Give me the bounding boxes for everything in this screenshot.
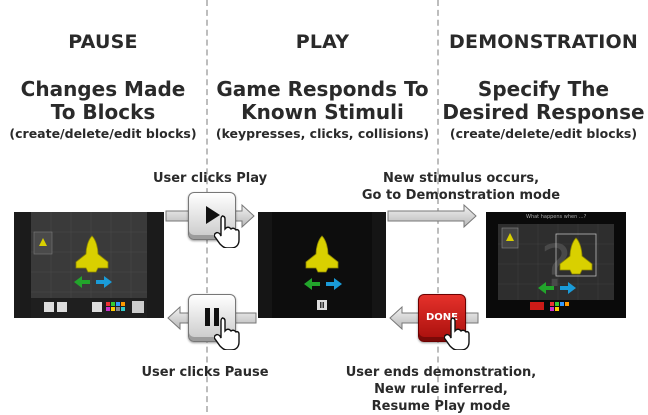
play-title-line2: Known Stimuli xyxy=(241,100,404,124)
caption-user-clicks-pause: User clicks Pause xyxy=(141,365,269,380)
play-subtitle: (keypresses, clicks, collisions) xyxy=(215,126,430,141)
demonstration-subtitle: (create/delete/edit blocks) xyxy=(449,126,638,141)
cursor-hand-icon xyxy=(214,215,240,248)
caption-user-ends-demo: User ends demonstration, New rule inferr… xyxy=(336,364,546,415)
play-mode-screenshot xyxy=(258,212,386,318)
caption-user-ends-demo-line1: User ends demonstration, xyxy=(345,365,537,380)
caption-new-stimulus-line1: New stimulus occurs, xyxy=(382,171,540,186)
cursor-hand-icon xyxy=(214,317,240,350)
caption-user-clicks-play: User clicks Play xyxy=(152,171,268,186)
demonstration-screen-graphic: ? xyxy=(498,224,614,311)
pause-mode-screenshot xyxy=(14,212,164,318)
caption-new-stimulus: New stimulus occurs, Go to Demonstration… xyxy=(356,170,566,204)
pause-title-line1: Changes Made xyxy=(20,77,186,101)
play-title-line1: Game Responds To xyxy=(216,77,429,101)
demonstration-title-line2: Desired Response xyxy=(442,100,645,124)
pause-screen-graphic xyxy=(14,212,164,318)
caption-user-ends-demo-line2: New rule inferred, xyxy=(374,382,508,397)
play-heading: PLAY xyxy=(295,31,350,53)
pause-title: Changes Made To Blocks xyxy=(0,78,206,124)
pause-title-line2: To Blocks xyxy=(50,100,156,124)
demonstration-mode-screenshot: ? What happens when ...? xyxy=(486,212,626,318)
play-screen-graphic xyxy=(258,212,386,318)
demo-prompt-text: What happens when ...? xyxy=(526,214,587,220)
pause-heading: PAUSE xyxy=(68,31,138,53)
caption-user-ends-demo-line3: Resume Play mode xyxy=(371,399,511,414)
pause-subtitle: (create/delete/edit blocks) xyxy=(9,126,197,141)
pause-icon xyxy=(205,308,219,326)
demonstration-title-line1: Specify The xyxy=(477,77,610,101)
demonstration-heading: DEMONSTRATION xyxy=(449,31,638,53)
play-icon xyxy=(206,206,220,224)
cursor-hand-icon xyxy=(444,317,470,350)
demonstration-title: Specify The Desired Response xyxy=(439,78,648,124)
divider-right xyxy=(437,0,439,412)
play-title: Game Responds To Known Stimuli xyxy=(208,78,437,124)
caption-new-stimulus-line2: Go to Demonstration mode xyxy=(361,188,561,203)
arrow-play-to-demo xyxy=(387,203,477,229)
